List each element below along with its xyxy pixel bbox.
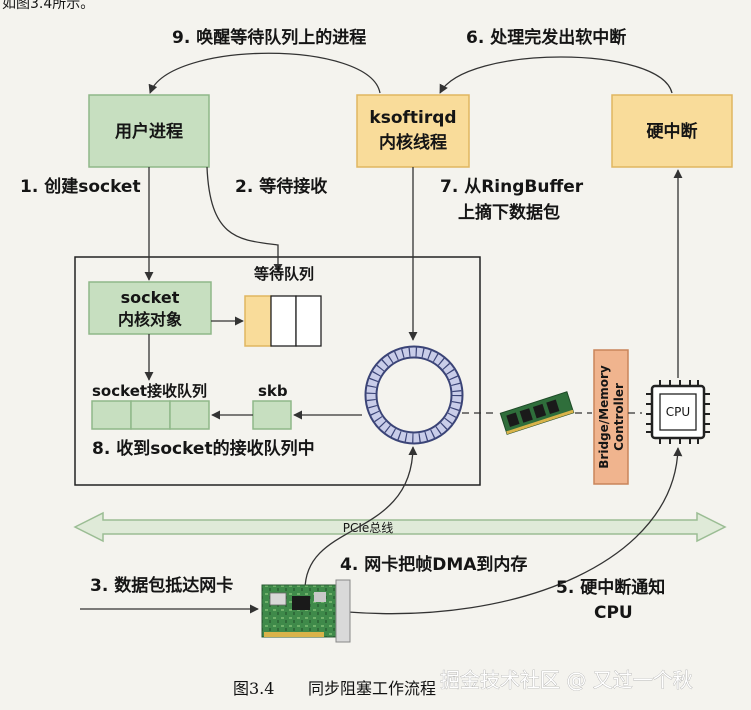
step-8-label: 8. 收到socket的接收队列中	[92, 438, 315, 459]
wait-queue-cells	[244, 295, 322, 347]
wait-queue-cell	[270, 295, 297, 347]
ksoftirqd-label-line2: 内核线程	[379, 132, 447, 153]
ksoftirqd-node: ksoftirqd 内核线程	[356, 94, 470, 168]
step-4-label: 4. 网卡把帧DMA到内存	[340, 554, 527, 575]
cpu-chip-label: CPU	[666, 405, 690, 419]
step-5-label-line1: 5. 硬中断通知	[556, 577, 665, 598]
pcie-bus: PCIe总线	[73, 511, 727, 543]
step-9-label: 9. 唤醒等待队列上的进程	[172, 27, 366, 48]
bridge-memory-controller-node: Bridge/Memory Controller	[593, 349, 629, 485]
user-process-label: 用户进程	[115, 121, 183, 142]
recv-queue-label: socket接收队列	[92, 382, 207, 400]
arrow-step-2	[206, 166, 283, 273]
memory-module-icon	[499, 391, 575, 435]
step-2-label: 2. 等待接收	[235, 176, 327, 197]
wait-queue-cell	[295, 295, 322, 347]
arrow-step-9	[148, 52, 381, 94]
skb-label: skb	[258, 382, 288, 400]
step-3-label: 3. 数据包抵达网卡	[90, 575, 233, 596]
top-cutoff-text: 如图3.4所示。	[2, 0, 94, 12]
step-5-label-line2: CPU	[594, 603, 633, 623]
caption-figure-number: 图3.4	[233, 679, 274, 698]
network-card-icon	[261, 579, 351, 643]
socket-object-node: socket 内核对象	[88, 281, 212, 335]
bridge-label-line2: Controller	[612, 383, 626, 451]
watermark-text: 掘金技术社区 @ 又过一个秋	[440, 668, 693, 692]
wait-queue-label: 等待队列	[254, 265, 314, 283]
socket-object-label-line2: 内核对象	[118, 310, 182, 329]
pcie-bus-label: PCIe总线	[343, 521, 394, 535]
hard-irq-label: 硬中断	[647, 121, 698, 142]
arrow-step-5	[347, 447, 683, 615]
step-1-label: 1. 创建socket	[20, 176, 141, 197]
recv-queue-cells	[91, 400, 210, 430]
cpu-chip-icon: CPU	[646, 380, 710, 444]
arrow-step-6	[439, 56, 673, 94]
skb-box	[252, 400, 292, 430]
recv-queue-cell	[91, 400, 132, 430]
socket-object-label-line1: socket	[121, 288, 180, 307]
arrow-step-4	[304, 446, 418, 591]
user-process-node: 用户进程	[88, 94, 210, 168]
step-7-label-line2: 上摘下数据包	[458, 202, 560, 223]
hard-irq-node: 硬中断	[611, 94, 733, 168]
ksoftirqd-label-line1: ksoftirqd	[369, 108, 456, 128]
recv-queue-cell	[169, 400, 210, 430]
wait-queue-cell	[244, 295, 272, 347]
step-7-label-line1: 7. 从RingBuffer	[440, 177, 584, 197]
caption-title: 同步阻塞工作流程	[308, 679, 436, 698]
bridge-label-line1: Bridge/Memory	[597, 365, 611, 469]
recv-queue-cell	[130, 400, 171, 430]
ring-buffer-icon	[364, 345, 464, 445]
step-6-label: 6. 处理完发出软中断	[466, 27, 626, 48]
